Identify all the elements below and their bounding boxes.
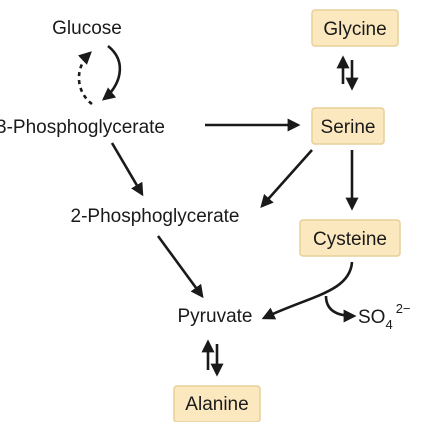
cysteine-box <box>299 219 401 257</box>
serine-box <box>311 107 385 145</box>
sulfate-charge: 2− <box>396 301 411 316</box>
glucose-to-3pg-arrow <box>101 44 122 101</box>
cysteine-label: Cysteine <box>313 229 387 250</box>
2-phosphoglycerate-label: 2-Phosphoglycerate <box>71 206 240 227</box>
glycine-label: Glycine <box>323 19 386 40</box>
glycine-box <box>311 9 399 47</box>
3pg-to-glucose-dashed-arrow <box>77 51 93 106</box>
alanine-label: Alanine <box>185 394 248 415</box>
alanine-box <box>173 385 261 422</box>
3pg-to-2pg-arrow <box>110 142 144 197</box>
3-phosphoglycerate-label: 3-Phosphoglycerate <box>0 117 165 138</box>
glucose-label: Glucose <box>52 18 122 39</box>
sulfate-label: SO4 2− <box>358 301 411 332</box>
sulfate-subscript: 4 <box>385 317 392 332</box>
cysteine-to-pyruvate-arrow <box>261 261 354 320</box>
2pg-to-pyruvate-arrow <box>156 235 204 299</box>
serine-label: Serine <box>321 117 376 138</box>
serine-to-2pg-arrow <box>260 149 313 208</box>
pyruvate-label: Pyruvate <box>178 306 253 327</box>
sulfate-base: SO <box>358 307 385 328</box>
cysteine-to-sulfate-arrow <box>324 295 357 323</box>
